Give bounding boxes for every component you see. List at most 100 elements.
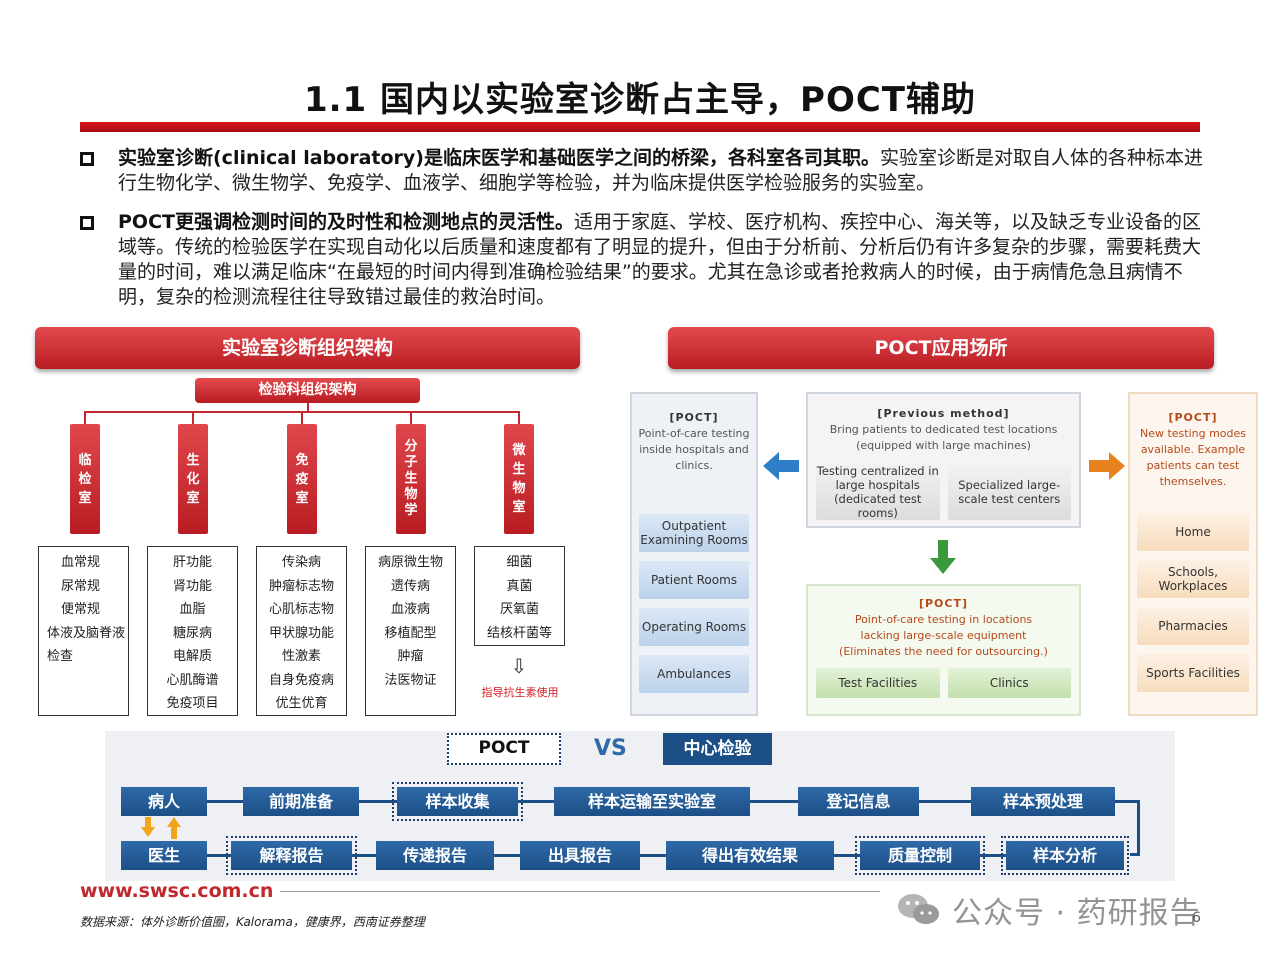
dept-items-clinical: 血常规 尿常规 便常规 体液及脑脊液检查 bbox=[38, 546, 129, 716]
down-arrow-icon: ⇩ bbox=[510, 654, 528, 678]
antibiotic-guidance-note: 指导抗生素使用 bbox=[481, 686, 559, 699]
website-url[interactable]: www.swsc.com.cn bbox=[80, 880, 274, 902]
bullet-lab-diagnosis: 实验室诊断(clinical laboratory)是临床医学和基础医学之间的桥… bbox=[80, 146, 1205, 196]
item: 厌氧菌 bbox=[499, 602, 539, 617]
item: 便常规 bbox=[61, 602, 101, 617]
bullet-poct: POCT更强调检测时间的及时性和检测地点的灵活性。适用于家庭、学校、医疗机构、疾… bbox=[80, 210, 1205, 310]
col-desc: Point-of-care testing inside hospitals a… bbox=[638, 427, 750, 472]
flow-connector bbox=[834, 854, 860, 857]
flow-connector bbox=[1137, 800, 1140, 855]
item: 遗传病 bbox=[390, 578, 430, 594]
site-centralized-testing: Testing centralized in large hospitals (… bbox=[816, 464, 940, 520]
item: 肝功能 bbox=[172, 555, 212, 570]
dept-immunology-lab: 免疫室 bbox=[287, 424, 317, 534]
flow-connector bbox=[352, 854, 376, 857]
page-title: 1.1 国内以实验室诊断占主导，POCT辅助 bbox=[303, 80, 977, 120]
item: 血脂 bbox=[179, 602, 206, 617]
item: 优生优育 bbox=[275, 696, 328, 711]
data-source-note: 数据来源：体外诊断价值圈，Kalorama，健康界，西南证券整理 bbox=[80, 915, 425, 929]
dept-microbiology-lab: 微生物室 bbox=[504, 424, 534, 534]
item: 糖尿病 bbox=[172, 625, 212, 641]
flow-doctor: 医生 bbox=[121, 841, 207, 870]
flow-issue-report: 出具报告 bbox=[520, 841, 640, 870]
col-tag: [POCT] bbox=[1168, 411, 1218, 424]
flow-connector bbox=[518, 800, 554, 803]
item: 尿常规 bbox=[61, 578, 101, 594]
watermark-text: 公众号 · 药研报告 bbox=[952, 896, 1201, 931]
flow-valid-result: 得出有效结果 bbox=[666, 841, 834, 870]
flow-connector bbox=[207, 800, 243, 803]
bullet-text: 适用于家庭、学校、医疗机构、疾控中心、海关等，以及缺乏专业设备的区域等。传统的检… bbox=[118, 211, 1202, 308]
item: 传染病 bbox=[281, 555, 321, 570]
col-desc: New testing modes available. Example pat… bbox=[1139, 427, 1247, 488]
flow-connector bbox=[494, 854, 520, 857]
col-tag: [POCT] bbox=[918, 597, 969, 610]
flow-connector bbox=[359, 800, 397, 803]
item: 肾功能 bbox=[172, 578, 212, 594]
item: 心肌标志物 bbox=[268, 602, 334, 617]
site-ambulances: Ambulances bbox=[639, 655, 749, 693]
poct-hospital-column: [POCT] Point-of-care testing inside hosp… bbox=[630, 392, 758, 716]
site-clinics: Clinics bbox=[947, 668, 1071, 698]
dept-items-immunology: 传染病 肿瘤标志物 心肌标志物 甲状腺功能 性激素 自身免疫病 优生优育 bbox=[256, 546, 347, 716]
dept-biochem-lab: 生化室 bbox=[178, 424, 208, 534]
site-sports-facilities: Sports Facilities bbox=[1137, 654, 1249, 692]
flow-sample-analysis: 样本分析 bbox=[1001, 836, 1129, 875]
item: 血液病 bbox=[390, 602, 430, 617]
poct-remote-box: [POCT] Point-of-care testing in location… bbox=[806, 584, 1081, 716]
col-tag: [POCT] bbox=[669, 411, 719, 424]
up-down-arrows-icon bbox=[141, 817, 181, 839]
vs-label: VS bbox=[594, 736, 627, 761]
item: 法医物证 bbox=[384, 672, 437, 688]
item: 病原微生物 bbox=[377, 555, 443, 570]
poct-community-column: [POCT] New testing modes available. Exam… bbox=[1128, 392, 1258, 716]
left-arrow-icon bbox=[763, 452, 799, 480]
bullet-bold-text: POCT更强调检测时间的及时性和检测地点的灵活性。 bbox=[118, 211, 574, 233]
site-specialized-centers: Specialized large-scale test centers bbox=[947, 464, 1071, 520]
flow-connector bbox=[750, 800, 798, 803]
item: 肿瘤标志物 bbox=[268, 578, 334, 594]
flow-connector bbox=[980, 854, 1006, 857]
site-operating-rooms: Operating Rooms bbox=[639, 608, 749, 646]
previous-method-box: [Previous method] Bring patients to dedi… bbox=[806, 392, 1081, 528]
site-home: Home bbox=[1137, 513, 1249, 551]
item: 心肌酶谱 bbox=[166, 672, 219, 688]
item: 结核杆菌等 bbox=[486, 625, 552, 641]
flow-connector bbox=[640, 854, 666, 857]
dept-items-molecular: 病原微生物 遗传病 血液病 移植配型 肿瘤 法医物证 bbox=[365, 546, 456, 716]
footer-divider bbox=[280, 891, 880, 892]
item: 体液及脑脊液检查 bbox=[47, 625, 126, 665]
item: 真菌 bbox=[506, 578, 533, 594]
flow-connector bbox=[1130, 853, 1140, 856]
flow-sample-transport: 样本运输至实验室 bbox=[554, 787, 750, 816]
title-underline bbox=[80, 122, 1200, 132]
flow-deliver-report: 传递报告 bbox=[376, 841, 494, 870]
col-tag: [Previous method] bbox=[877, 407, 1010, 420]
flow-quality-control: 质量控制 bbox=[855, 836, 985, 875]
flow-sample-collection: 样本收集 bbox=[392, 782, 523, 821]
central-lab-label: 中心检验 bbox=[663, 733, 772, 765]
dept-molecular-biology: 分子生物学 bbox=[396, 424, 426, 534]
flow-connector bbox=[207, 854, 231, 857]
dept-items-microbiology: 细菌 真菌 厌氧菌 结核杆菌等 bbox=[474, 546, 565, 646]
item: 细菌 bbox=[506, 555, 533, 570]
col-desc: Point-of-care testing in locations lacki… bbox=[839, 613, 1048, 658]
site-schools: Schools, Workplaces bbox=[1137, 560, 1249, 598]
item: 肿瘤 bbox=[397, 649, 424, 664]
flow-interpret-report: 解释报告 bbox=[226, 836, 357, 875]
dept-items-biochem: 肝功能 肾功能 血脂 糖尿病 电解质 心肌酶谱 免疫项目 bbox=[147, 546, 238, 716]
wechat-icon bbox=[898, 894, 939, 924]
right-arrow-icon bbox=[1089, 452, 1125, 480]
flow-patient: 病人 bbox=[121, 787, 207, 816]
dept-clinical-lab: 临检室 bbox=[70, 424, 100, 534]
site-pharmacies: Pharmacies bbox=[1137, 607, 1249, 645]
bullet-text: 实验室诊断是对取自人体的各种标本进行生物化学、微生物学、免疫学、血液学、细胞学等… bbox=[118, 147, 1203, 194]
flow-pre-processing: 样本预处理 bbox=[971, 787, 1115, 816]
item: 甲状腺功能 bbox=[268, 625, 334, 641]
item: 血常规 bbox=[61, 555, 101, 570]
bullet-square-icon bbox=[80, 152, 94, 166]
flow-registration: 登记信息 bbox=[798, 787, 919, 816]
poct-label: POCT bbox=[447, 733, 561, 765]
item: 免疫项目 bbox=[166, 696, 219, 711]
bullet-bold-text: 实验室诊断(clinical laboratory)是临床医学和基础医学之间的桥… bbox=[118, 147, 880, 169]
